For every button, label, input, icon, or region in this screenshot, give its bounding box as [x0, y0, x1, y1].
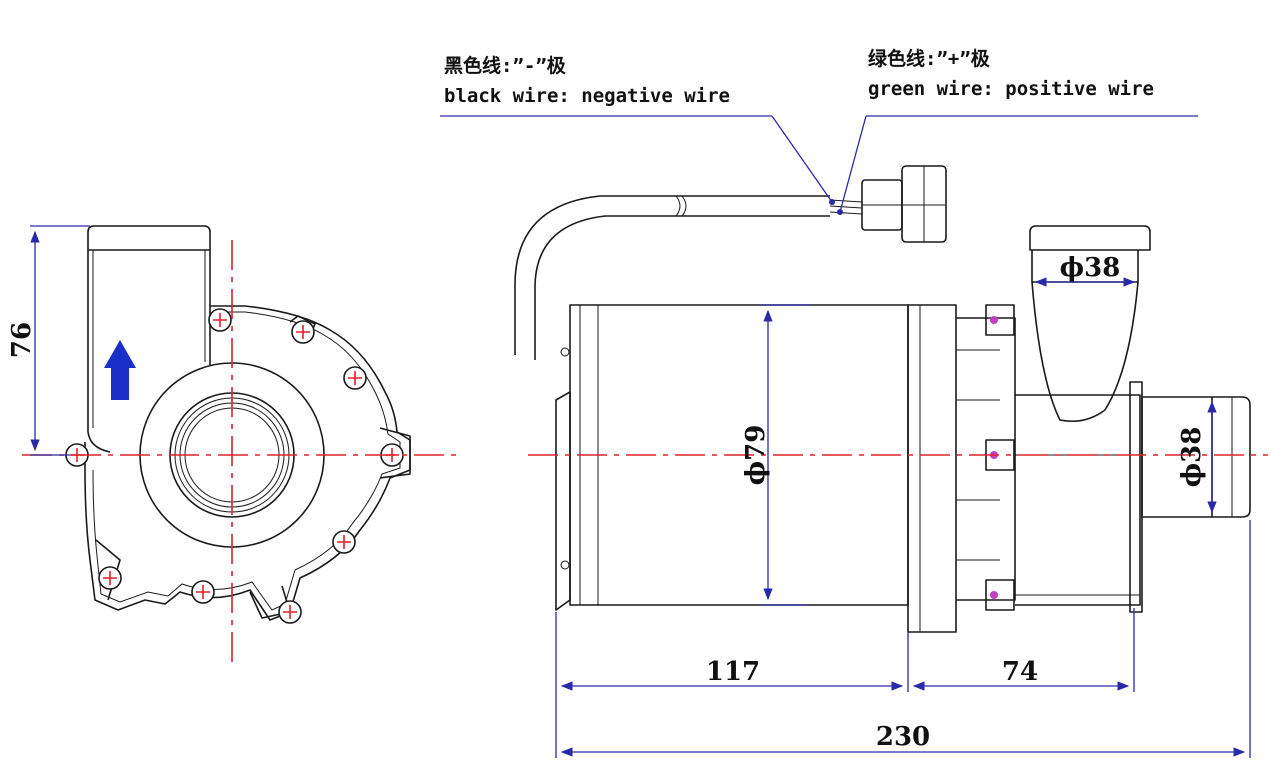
- front-screw: [191, 580, 215, 604]
- wire-annotation-leaders: [440, 115, 1198, 215]
- black-wire-label-cn: 黑色线:”-”极: [444, 54, 567, 77]
- dim-pump-length: 74: [912, 657, 1130, 691]
- wire-connector: [861, 165, 947, 243]
- dim-pump-length-text: 74: [1002, 657, 1038, 687]
- black-wire-label-en: black wire: negative wire: [444, 85, 730, 107]
- dim-motor-length-text: 117: [706, 657, 760, 687]
- dim-outlet-diameter-text: ϕ38: [1060, 253, 1121, 283]
- dim-outlet-diameter: ϕ38: [1034, 253, 1136, 287]
- motor-body: [555, 304, 957, 633]
- front-screw: [291, 320, 315, 344]
- green-wire-label-cn: 绿色线:”+”极: [868, 47, 991, 70]
- dim-motor-diameter-text: ϕ79: [741, 425, 771, 486]
- front-screw: [343, 366, 367, 390]
- front-screw: [208, 308, 232, 332]
- dim-motor-length: 117: [560, 657, 904, 691]
- power-cable: [514, 195, 863, 360]
- front-view: 76: [7, 225, 460, 668]
- dim-inlet-diameter: ϕ38: [1177, 400, 1217, 514]
- dim-motor-diameter: ϕ79: [741, 304, 810, 606]
- dim-height-76-text: 76: [7, 322, 37, 358]
- pump-head: [956, 304, 1143, 613]
- front-screw: [98, 566, 122, 590]
- dim-height-76: 76: [7, 225, 90, 456]
- dim-total-length: 230: [560, 722, 1246, 757]
- dim-total-length-text: 230: [876, 722, 930, 752]
- front-screw: [332, 530, 356, 554]
- front-screw: [278, 600, 302, 624]
- dim-inlet-diameter-text: ϕ38: [1177, 427, 1207, 488]
- front-volute-housing: [84, 305, 411, 621]
- front-outlet-pipe: [87, 225, 211, 453]
- flow-direction-arrow-icon: [104, 340, 136, 400]
- side-view: 黑色线:”-”极 black wire: negative wire 绿色线:”…: [440, 47, 1268, 758]
- green-wire-label-en: green wire: positive wire: [868, 78, 1154, 100]
